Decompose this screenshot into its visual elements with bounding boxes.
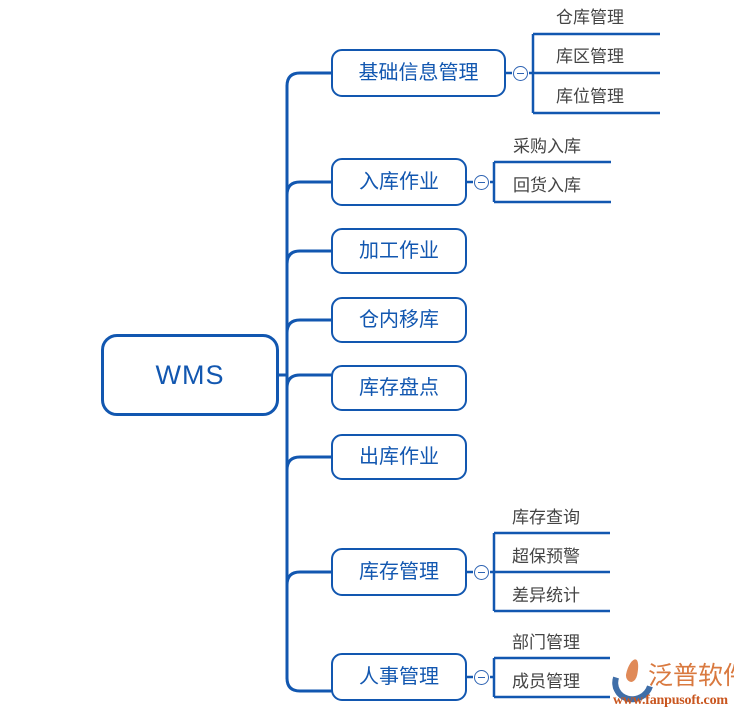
root-node-label: WMS (155, 359, 225, 390)
branch-node-basic-info[interactable]: 基础信息管理 (331, 49, 506, 97)
branch-node-label: 加工作业 (359, 240, 439, 262)
branch-node-label: 基础信息管理 (358, 62, 479, 84)
sub-item-variance-stats[interactable]: 差异统计 (512, 586, 580, 605)
branch-node-inventory[interactable]: 库存管理 (331, 548, 467, 596)
sub-item-stock-query[interactable]: 库存查询 (512, 508, 580, 527)
watermark-brand-text: 泛普软件 (648, 661, 734, 690)
minus-glyph (478, 181, 485, 184)
minus-circle-icon[interactable] (474, 565, 489, 580)
sub-item-member-mgmt[interactable]: 成员管理 (512, 672, 580, 691)
sub-item-location-mgmt[interactable]: 库位管理 (556, 87, 624, 106)
branch-node-outbound[interactable]: 出库作业 (331, 434, 467, 480)
root-node-wms[interactable]: WMS (101, 334, 279, 416)
branch-node-label: 库存管理 (359, 561, 439, 583)
minus-circle-icon[interactable] (474, 670, 489, 685)
branch-node-label: 入库作业 (359, 171, 439, 193)
watermark-logo: 泛普软件 www.fanpusoft.com (605, 654, 734, 713)
sub-item-zone-mgmt[interactable]: 库区管理 (556, 47, 624, 66)
branch-node-processing[interactable]: 加工作业 (331, 228, 467, 274)
branch-node-label: 库存盘点 (359, 377, 439, 399)
branch-node-internal-transfer[interactable]: 仓内移库 (331, 297, 467, 343)
sub-item-warehouse-mgmt[interactable]: 仓库管理 (556, 8, 624, 27)
branch-node-hr[interactable]: 人事管理 (331, 653, 467, 701)
minus-circle-icon[interactable] (513, 66, 528, 81)
sub-item-return-inbound[interactable]: 回货入库 (513, 176, 581, 195)
branch-node-inbound[interactable]: 入库作业 (331, 158, 467, 206)
watermark-url-text: www.fanpusoft.com (613, 693, 728, 708)
sub-item-overdue-alert[interactable]: 超保预警 (512, 547, 580, 566)
sub-item-purchase-inbound[interactable]: 采购入库 (513, 137, 581, 156)
sub-item-department-mgmt[interactable]: 部门管理 (512, 633, 580, 652)
minus-glyph (478, 571, 485, 574)
fanpu-logo-icon (605, 654, 661, 710)
watermark-brand-row: 泛普软件 (605, 654, 734, 710)
branch-node-stocktaking[interactable]: 库存盘点 (331, 365, 467, 411)
branch-node-label: 人事管理 (359, 666, 439, 688)
branch-node-label: 仓内移库 (359, 309, 439, 331)
minus-glyph (517, 72, 524, 75)
branch-node-label: 出库作业 (359, 446, 439, 468)
minus-circle-icon[interactable] (474, 175, 489, 190)
minus-glyph (478, 676, 485, 679)
